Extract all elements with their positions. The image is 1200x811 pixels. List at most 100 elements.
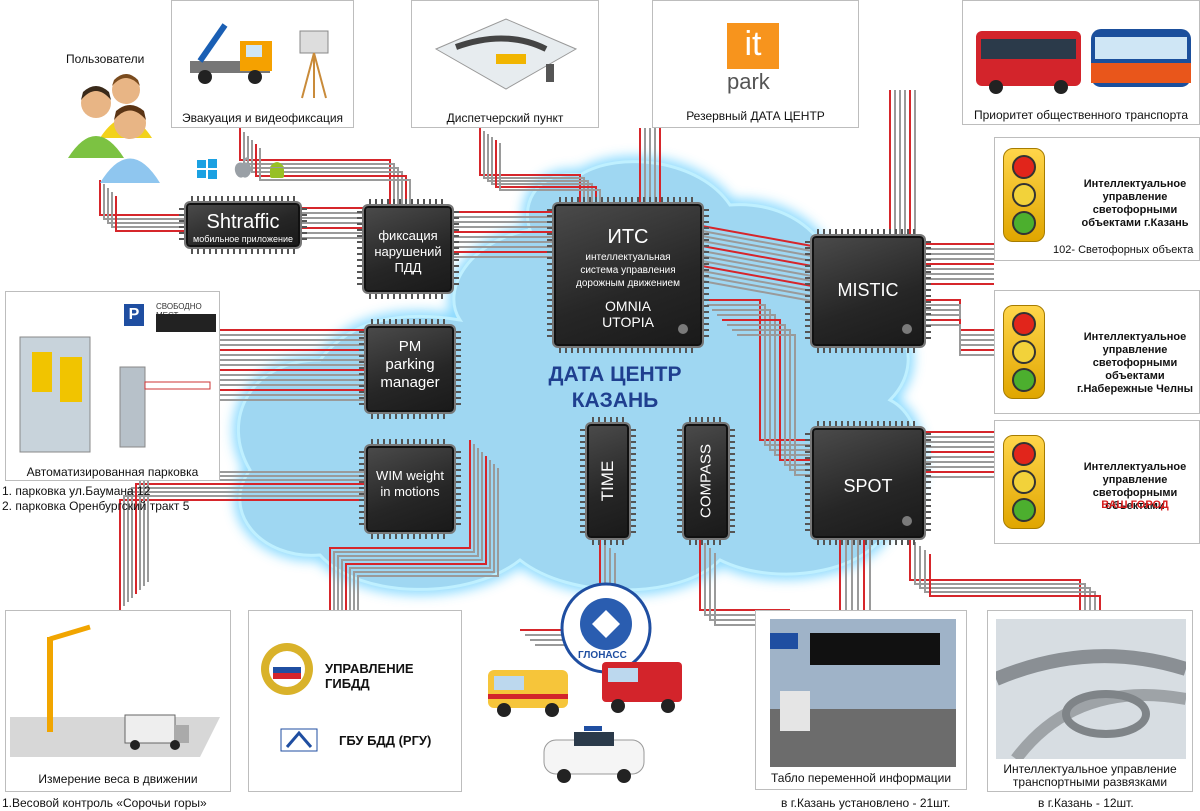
wire-evacuation [239, 128, 391, 206]
wire-spot-interchange [909, 538, 1081, 610]
parking-machine-illustration [19, 336, 211, 453]
bus-tram-illustration [976, 29, 1191, 94]
wire-its-mistic [701, 255, 813, 277]
wire-gibdd [357, 468, 499, 638]
panel-lights-yours: Интеллектуальное управление светофорными… [994, 420, 1200, 544]
glonass-emblem-icon [558, 580, 654, 676]
panel-reserve-dc: it park Резервный ДАТА ЦЕНТР [652, 0, 859, 128]
datacenter-line-1: ДАТА ЦЕНТР [548, 363, 682, 386]
wire-its-mistic [701, 245, 813, 267]
wire-evacuation [247, 136, 399, 214]
wire-dispatch [483, 131, 585, 207]
shtraffic-subtitle: мобильное приложение [193, 234, 293, 244]
wire-users-shtraffic [107, 188, 194, 224]
traffic-light-icon [1003, 305, 1045, 399]
panel-tablo: Табло переменной информации [755, 610, 967, 790]
wim-label: WIM weight in motions [376, 468, 444, 499]
traffic-light-icon [1003, 148, 1045, 242]
chip-its: ИТС интеллектуальная система управления … [554, 204, 702, 346]
tow-truck-illustration [190, 23, 329, 99]
chip-shtraffic: Shtraffic мобильное приложение [186, 203, 300, 247]
wire-weighing [135, 483, 382, 594]
its-brand-2: UTOPIA [602, 314, 654, 330]
wire-users-shtraffic [115, 196, 202, 232]
wire-its-mistic [701, 240, 813, 262]
its-brand-1: OMNIA [605, 298, 651, 314]
panel-transport-priority: Приоритет общественного транспорта [962, 0, 1200, 125]
wire-weighing [131, 487, 378, 598]
gbu-label: ГБУ БДД (РГУ) [339, 733, 432, 748]
mistic-label: MISTIC [837, 280, 899, 300]
dispatch-caption: Диспетчерский пункт [446, 111, 564, 125]
wire-spot-interchange [919, 546, 1091, 618]
wire-its-mistic [701, 250, 813, 272]
wire-users-shtraffic [111, 192, 198, 228]
gbu-logo-icon [280, 728, 318, 752]
wire-users-shtraffic [99, 180, 186, 216]
interchange-caption: Интеллектуальное управление транспортным… [1003, 762, 1177, 789]
wire-gibdd [349, 460, 491, 630]
wire-spot-interchange [924, 550, 1096, 622]
its-title: ИТС [607, 226, 649, 248]
wire-gibdd [333, 444, 475, 614]
lights-kazan-text: Интеллектуальное управление светофорными… [1081, 178, 1189, 229]
compass-label: COMPASS [697, 444, 715, 518]
chip-mistic: MISTIC [812, 236, 924, 346]
panel-lights-kazan: Интеллектуальное управление светофорными… [994, 137, 1200, 261]
chip-pm: PM parking manager [366, 326, 454, 412]
wire-dispatch [491, 137, 593, 213]
panel-interchange: Интеллектуальное управление транспортным… [987, 610, 1193, 792]
wire-evacuation [259, 148, 411, 226]
datacenter-label: ДАТА ЦЕНТР КАЗАНЬ [530, 362, 700, 414]
wire-weighing [123, 495, 370, 606]
itpark-logo-text: park [727, 69, 770, 94]
wire-its-mistic [701, 265, 813, 287]
panel-lights-chelny: Интеллектуальное управление светофорными… [994, 290, 1200, 414]
panel-evacuation: Эвакуация и видеофиксация [171, 0, 354, 128]
parking-display [156, 314, 216, 332]
gibdd-label: УПРАВЛЕНИЕ ГИБДД [325, 661, 414, 691]
chip-spot: SPOT [812, 428, 924, 538]
weighing-station-illustration [10, 624, 220, 757]
pm-label: PM parking manager [380, 338, 440, 391]
wire-its-mistic [701, 275, 813, 297]
traffic-light-icon [1003, 435, 1045, 529]
wire-its-mistic [701, 270, 813, 292]
weight-control-note: 1.Весовой контроль «Сорочьи горы» [2, 796, 207, 810]
parking-note-2: 2. парковка Оренбургский тракт 5 [2, 499, 190, 513]
wire-spot-interchange [914, 542, 1086, 614]
wire-evacuation [251, 140, 403, 218]
lights-yours-city: ВАШ ГОРОД [1101, 499, 1169, 511]
datacenter-line-2: КАЗАНЬ [571, 389, 659, 412]
android-icon [266, 157, 290, 181]
panel-dispatch: Диспетчерский пункт [411, 0, 599, 128]
wire-users-shtraffic [103, 184, 190, 220]
wire-its-mistic [701, 225, 813, 247]
its-subtitle: интеллектуальная система управления доро… [576, 252, 680, 289]
dispatch-room-illustration [434, 18, 578, 90]
lights-chelny-text: Интеллектуальное управление светофорными… [1076, 331, 1194, 395]
glonass-label: ГЛОНАСС [578, 650, 627, 661]
parking-caption: Автоматизированная парковка [26, 465, 199, 479]
wire-gibdd [341, 452, 483, 622]
wire-its-mistic [701, 280, 813, 302]
shtraffic-title: Shtraffic [206, 211, 280, 233]
parking-note-1: 1. парковка ул.Баумана 12 [2, 484, 151, 498]
evacuation-caption: Эвакуация и видеофиксация [181, 111, 344, 125]
fixation-label: фиксация нарушений ПДД [374, 228, 442, 275]
itpark-logo: it [727, 23, 779, 69]
users-icon [68, 74, 160, 183]
panel-parking: P СВОБОДНО МЕСТ Автоматизированная парко… [5, 291, 220, 481]
wire-evacuation [243, 132, 395, 210]
parking-sign-letter: P [124, 304, 144, 326]
variable-sign-photo [770, 619, 956, 767]
gibdd-emblem-icon [261, 643, 313, 695]
lights-yours-text: Интеллектуальное управление светофорными… [1083, 461, 1187, 512]
lights-kazan-count: 102- Светофорных объекта [1053, 244, 1194, 256]
time-label: TIME [598, 460, 617, 502]
wire-its-spot [722, 319, 832, 461]
interchange-photo [996, 619, 1186, 759]
wire-its-mistic [701, 260, 813, 282]
wire-gibdd [353, 464, 495, 634]
wire-dispatch [487, 134, 589, 210]
